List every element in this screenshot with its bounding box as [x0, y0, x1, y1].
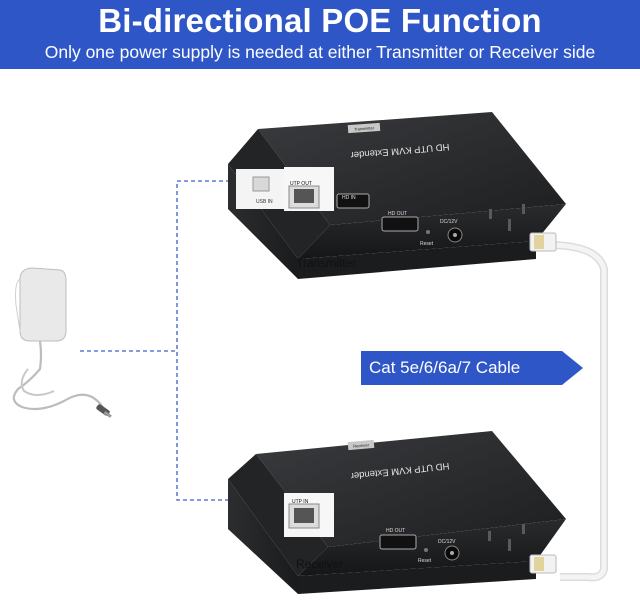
svg-text:UTP IN: UTP IN — [292, 499, 309, 505]
receiver-device: Receiver HD UTP KVM Extender UTP IN HD O… — [228, 431, 566, 594]
svg-text:DC/12V: DC/12V — [440, 219, 458, 225]
cable-type-tag: Cat 5e/6/6a/7 Cable — [361, 351, 583, 385]
receiver-label: Receiver — [296, 557, 344, 571]
page-subtitle: Only one power supply is needed at eithe… — [44, 42, 596, 62]
svg-text:HD OUT: HD OUT — [386, 528, 405, 534]
connection-diagram: Transmitter HD UTP KVM Extender UTP OUT … — [0, 69, 640, 612]
transmitter-label: Transmitter — [296, 256, 357, 270]
svg-text:Transmitter: Transmitter — [354, 125, 375, 131]
dashed-connector — [80, 180, 237, 501]
power-adapter-icon — [12, 267, 112, 418]
page-title: Bi-directional POE Function — [98, 2, 542, 39]
transmitter-device: Transmitter HD UTP KVM Extender UTP OUT … — [228, 112, 566, 279]
network-cable — [529, 232, 608, 582]
svg-text:Reset: Reset — [420, 241, 434, 247]
cable-tag-arrow — [361, 351, 583, 385]
svg-text:Receiver: Receiver — [353, 442, 370, 448]
svg-text:DC/12V: DC/12V — [438, 539, 456, 545]
diagram-artwork: Transmitter HD UTP KVM Extender UTP OUT … — [12, 112, 608, 594]
svg-text:HD OUT: HD OUT — [388, 211, 407, 217]
svg-text:USB IN: USB IN — [256, 199, 273, 205]
svg-text:Reset: Reset — [418, 558, 432, 564]
header-banner: Bi-directional POE Function Only one pow… — [0, 0, 640, 69]
cable-type-label: Cat 5e/6/6a/7 Cable — [369, 358, 521, 377]
svg-text:UTP OUT: UTP OUT — [290, 181, 312, 187]
svg-text:HD IN: HD IN — [342, 195, 356, 201]
